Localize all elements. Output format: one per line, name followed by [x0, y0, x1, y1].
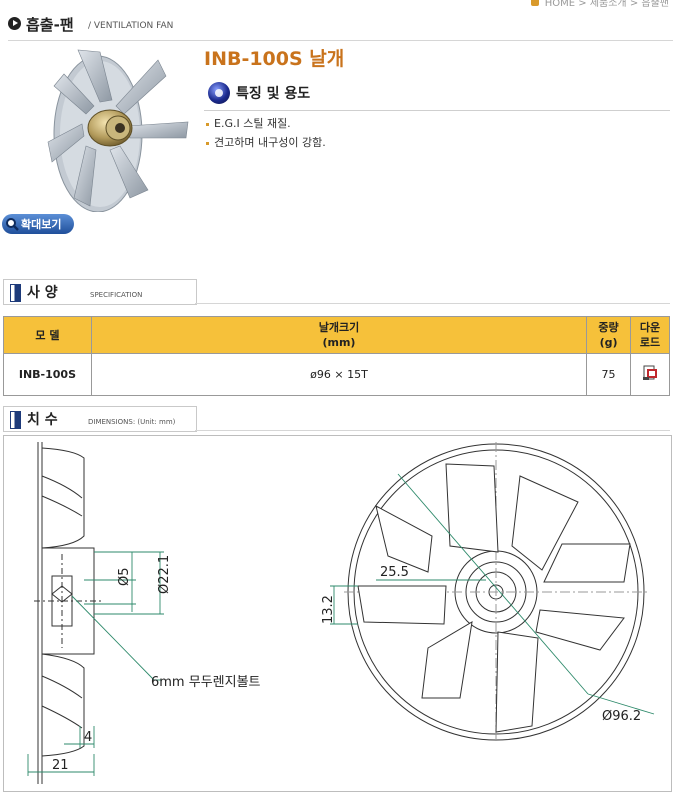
col-header-model: 모 델	[3, 316, 92, 354]
technical-drawing: Ø5 Ø22.1 6mm 무두렌지볼트 4 21 25.5 13.2 Ø96.2	[27, 442, 655, 784]
cell-download	[630, 353, 670, 396]
dimension-drawing: Ø5 Ø22.1 6mm 무두렌지볼트 4 21 25.5 13.2 Ø96.2	[3, 435, 672, 792]
col-header-weight: 중량(g)	[586, 316, 632, 354]
bullet-ball-icon	[208, 82, 230, 104]
arrow-right-icon	[8, 17, 21, 30]
label-h132: 13.2	[321, 595, 336, 624]
section-bar-icon	[10, 284, 21, 302]
bullet-icon	[206, 122, 209, 126]
col-header-size: 날개크기(mm)	[90, 316, 588, 354]
fan-blade-icon	[47, 49, 189, 213]
features-title: 특징 및 용도	[236, 86, 311, 102]
zoom-button-label: 확대보기	[21, 218, 62, 231]
label-r255: 25.5	[380, 565, 409, 580]
label-w21: 21	[52, 758, 69, 773]
label-w4: 4	[84, 730, 92, 745]
dim-section-title: 치 수	[27, 412, 58, 428]
spec-section-header: 사 양 SPECIFICATION	[3, 279, 197, 305]
label-d5: Ø5	[117, 567, 132, 586]
breadcrumb-current[interactable]: 흡출팬	[641, 0, 669, 9]
spec-section-title: 사 양	[27, 285, 58, 301]
label-d22: Ø22.1	[157, 555, 172, 594]
breadcrumb-products[interactable]: 제품소개	[589, 0, 627, 9]
home-icon	[530, 0, 539, 6]
breadcrumb: HOME > 제품소개 > 흡출팬	[530, 0, 669, 9]
bullet-icon	[206, 141, 209, 145]
features-header: 특징 및 용도	[204, 80, 670, 111]
product-image[interactable]	[38, 42, 198, 213]
spec-section-subtitle: SPECIFICATION	[90, 291, 143, 299]
cell-weight: 75	[586, 353, 632, 396]
section-bar-icon	[10, 411, 21, 429]
label-bolt: 6mm 무두렌지볼트	[151, 675, 261, 690]
features-list: E.G.I 스틸 재질. 견고하며 내구성이 강함.	[206, 114, 326, 152]
magnifier-icon	[5, 217, 19, 231]
download-pdf-icon[interactable]	[642, 365, 658, 381]
zoom-button[interactable]: 확대보기	[2, 214, 74, 234]
page-subtitle: / VENTILATION FAN	[88, 21, 174, 31]
divider	[195, 430, 670, 431]
breadcrumb-home[interactable]: HOME	[544, 0, 576, 9]
table-row: INB-100S ø96 × 15T 75	[3, 353, 670, 396]
product-name: INB-100S 날개	[204, 48, 345, 70]
page-header: 흡출-팬 / VENTILATION FAN	[8, 14, 673, 41]
dim-section-header: 치 수 DIMENSIONS: (Unit: mm)	[3, 406, 197, 432]
page-title: 흡출-팬	[26, 16, 74, 34]
list-item: E.G.I 스틸 재질.	[206, 114, 326, 133]
cell-size: ø96 × 15T	[90, 353, 588, 396]
cell-model: INB-100S	[3, 353, 92, 396]
dim-section-subtitle: DIMENSIONS: (Unit: mm)	[88, 418, 176, 426]
list-item: 견고하며 내구성이 강함.	[206, 133, 326, 152]
divider	[195, 303, 670, 304]
label-d962: Ø96.2	[602, 709, 641, 724]
